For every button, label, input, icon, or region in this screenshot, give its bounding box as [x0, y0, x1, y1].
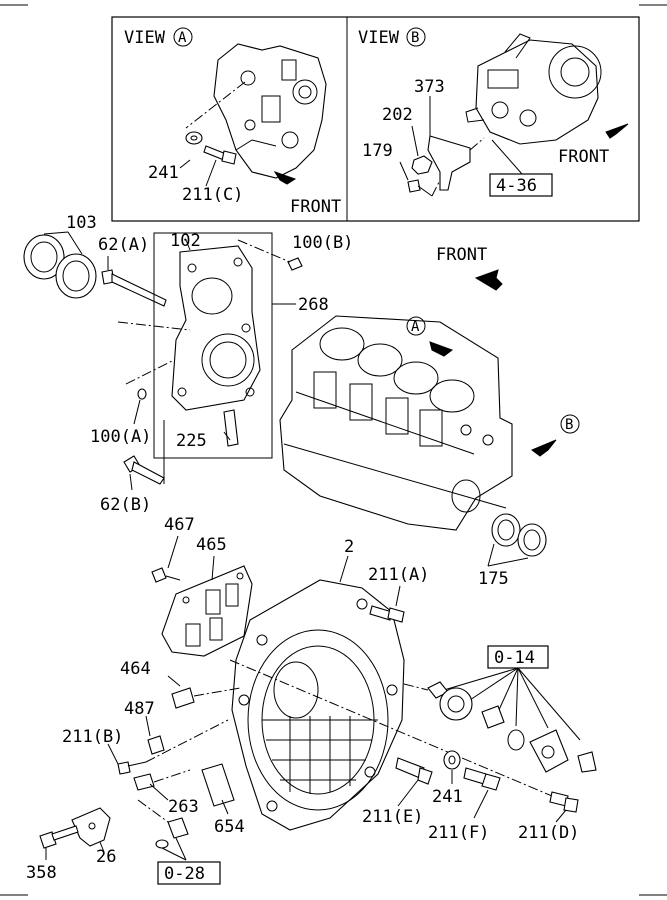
- arrow-b-label: B: [565, 417, 573, 433]
- part-100b: 100(B): [237, 233, 353, 271]
- bolt-211d: 211(D): [518, 791, 579, 843]
- front-arrow-a: [273, 171, 297, 185]
- bolt-211f: 211(F): [428, 767, 501, 843]
- axis-line: [229, 659, 553, 797]
- washer-241: [185, 131, 203, 145]
- label-100a: 100(A): [90, 427, 151, 447]
- injection-pump: [465, 33, 602, 145]
- label-373: 373: [414, 77, 445, 97]
- part-100a: 100(A): [90, 388, 151, 447]
- part-464: 464: [120, 659, 241, 709]
- washer-241-main: 241: [432, 750, 463, 807]
- flywheel-housing-2: 2: [231, 537, 405, 831]
- bolt-211a: 211(A): [368, 565, 429, 623]
- nut-202: [411, 155, 433, 175]
- label-62a: 62(A): [98, 235, 149, 255]
- part-487: 487: [124, 699, 165, 755]
- label-358: 358: [26, 863, 57, 883]
- label-225: 225: [176, 431, 207, 451]
- oil-seal-103: 103: [23, 213, 97, 299]
- front-indicator-main: FRONT: [436, 245, 503, 291]
- view-b-mark: B: [411, 30, 419, 46]
- label-100b: 100(B): [292, 233, 353, 253]
- label-263: 263: [168, 797, 199, 817]
- engine-fragment-a: [213, 43, 327, 179]
- page-frame: [0, 4, 667, 896]
- label-465: 465: [196, 535, 227, 555]
- view-b-title: VIEW: [358, 28, 400, 48]
- view-arrow-b: B: [531, 414, 580, 457]
- label-102: 102: [170, 231, 201, 251]
- bolt-358: 358: [26, 825, 79, 883]
- bolt-467: 467: [151, 515, 195, 583]
- ref-0-14: 0-14: [494, 648, 535, 668]
- label-2: 2: [344, 537, 354, 557]
- label-487: 487: [124, 699, 155, 719]
- label-241-main: 241: [432, 787, 463, 807]
- label-26: 26: [96, 847, 116, 867]
- label-211b: 211(B): [62, 727, 123, 747]
- front-label-main: FRONT: [436, 245, 487, 265]
- ref-0-28: 0-28: [164, 864, 205, 884]
- label-241-view-a: 241: [148, 163, 179, 183]
- ref-group-0-28: 0-28: [137, 799, 221, 885]
- label-467: 467: [164, 515, 195, 535]
- ref-group-0-14: 0-14: [403, 645, 597, 773]
- view-b-panel: VIEW B 373 202 179 4-36: [358, 27, 629, 197]
- label-179: 179: [362, 141, 393, 161]
- cover-assembly-268: 102 268 225: [117, 231, 329, 459]
- bolt-211c: [203, 145, 237, 165]
- part-263: 263: [133, 769, 199, 817]
- view-a-mark: A: [178, 30, 187, 46]
- bolt-62b: 62(B): [100, 420, 165, 515]
- part-654: 654: [201, 763, 245, 837]
- housing-grid: [262, 716, 378, 794]
- label-268: 268: [298, 295, 329, 315]
- oil-seal-175: 175: [478, 513, 547, 589]
- label-211e: 211(E): [362, 807, 423, 827]
- front-label-a: FRONT: [290, 197, 341, 217]
- label-211f: 211(F): [428, 823, 489, 843]
- label-62b: 62(B): [100, 495, 151, 515]
- label-103: 103: [66, 213, 97, 233]
- label-211d: 211(D): [518, 823, 579, 843]
- front-label-b: FRONT: [558, 147, 609, 167]
- view-a-panel: VIEW A 241 211(C) FRONT: [124, 27, 341, 217]
- view-a-title: VIEW: [124, 28, 166, 48]
- front-arrow-b: [605, 123, 629, 139]
- arrow-a-label: A: [411, 319, 420, 335]
- cylinder-block: [279, 315, 513, 531]
- plate-465: 465: [161, 535, 253, 657]
- label-654: 654: [214, 817, 245, 837]
- label-211c: 211(C): [182, 185, 243, 205]
- bracket-26: 26: [71, 807, 116, 867]
- ref-4-36: 4-36: [496, 176, 537, 196]
- bolt-179: [407, 179, 421, 193]
- label-211a: 211(A): [368, 565, 429, 585]
- view-arrow-a: A: [406, 316, 454, 357]
- label-175: 175: [478, 569, 509, 589]
- bolt-211b: 211(B): [62, 719, 229, 775]
- label-464: 464: [120, 659, 151, 679]
- bolt-211e: 211(E): [362, 757, 433, 827]
- bracket-373: [427, 135, 471, 191]
- label-202: 202: [382, 105, 413, 125]
- bolt-62a: 62(A): [98, 235, 167, 307]
